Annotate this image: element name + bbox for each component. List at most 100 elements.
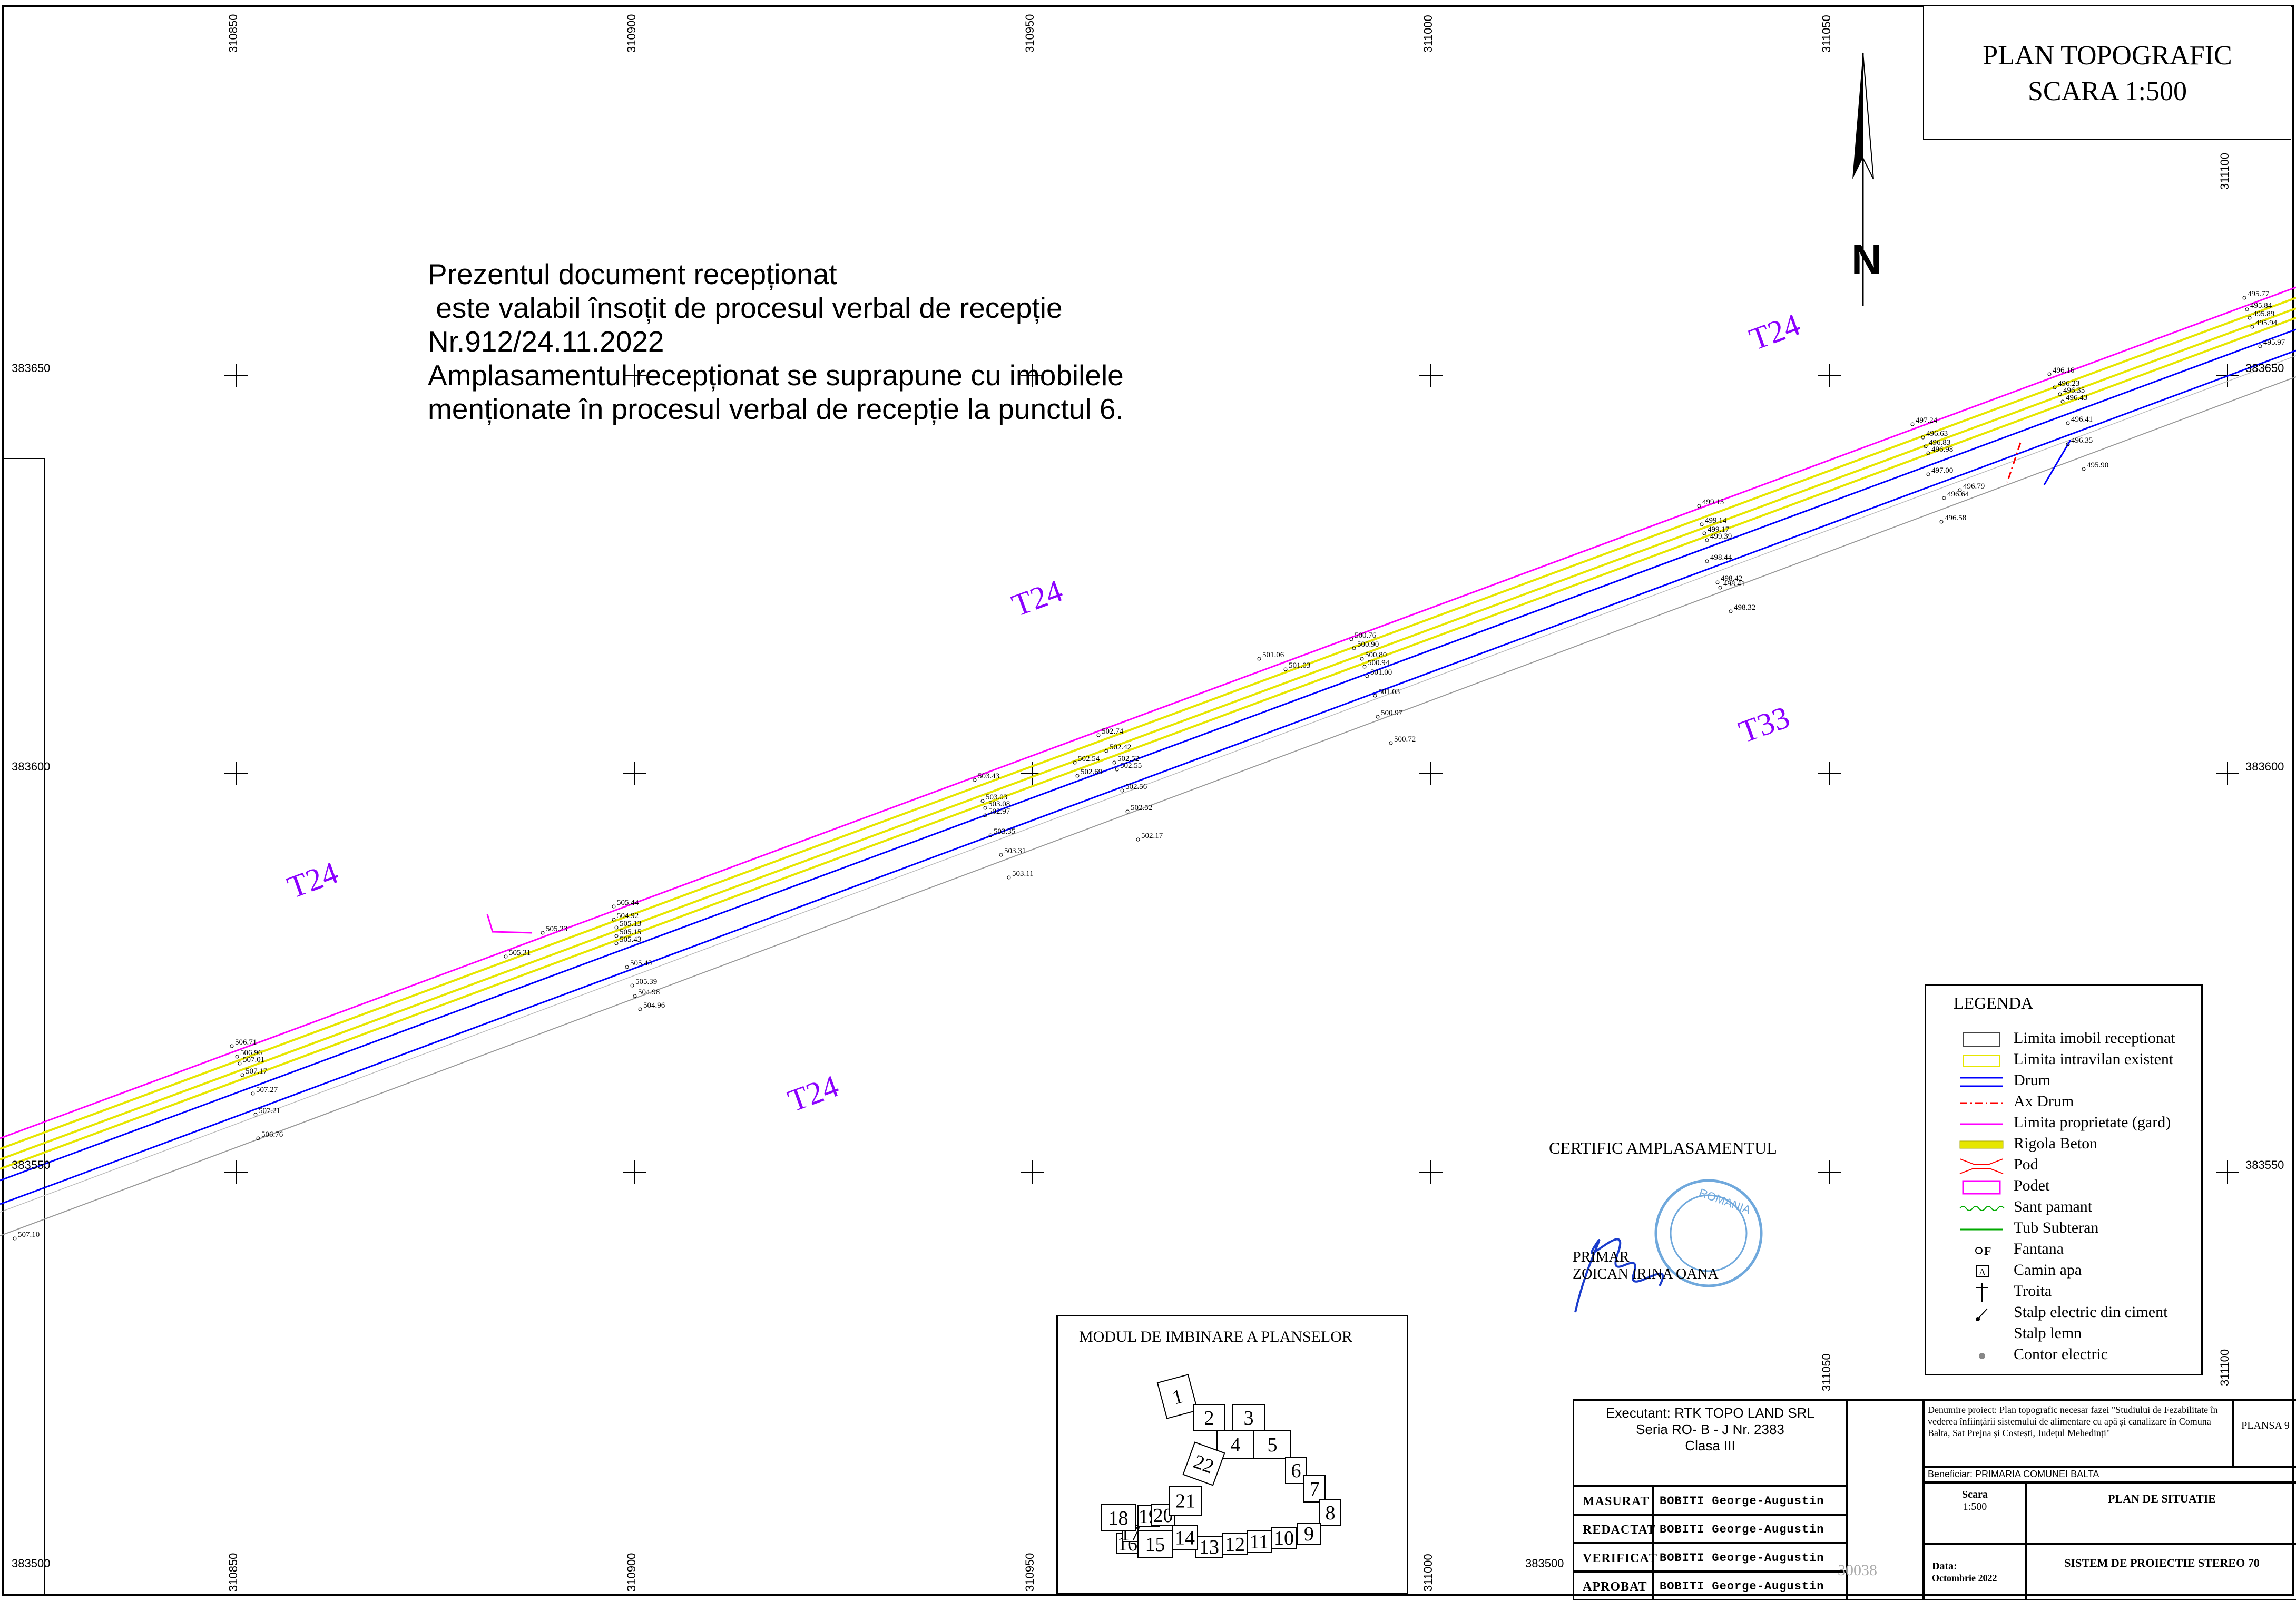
elevation-label: 503.31: [1004, 847, 1026, 855]
cartouche-name: BOBITI George-Augustin: [1653, 1572, 1847, 1600]
survey-point-icon: [630, 983, 634, 988]
survey-point-icon: [983, 813, 987, 817]
signature-stamp: ROMANIA: [1574, 1179, 1763, 1313]
grid-label-x: 310850: [227, 1553, 240, 1592]
legend-label: Pod: [2014, 1156, 2038, 1173]
legend-title: LEGENDA: [1954, 993, 2034, 1012]
legend-item: Tub Subteran: [1926, 1217, 2200, 1240]
legend-item: Limita intravilan existent: [1926, 1048, 2200, 1071]
elevation-label: 505.15: [620, 928, 641, 936]
survey-point-icon: [1120, 788, 1124, 793]
legend-label: Stalp electric din ciment: [2014, 1303, 2168, 1321]
survey-point-icon: [1096, 733, 1101, 737]
sheet-number: 9: [1304, 1523, 1314, 1545]
elevation-label: 496.41: [2071, 415, 2093, 424]
sheet-number: 15: [1145, 1534, 1165, 1556]
legend-item: Stalp lemn: [1926, 1322, 2200, 1345]
notice-line: Amplasamentul recepționat se suprapune c…: [428, 359, 1124, 392]
survey-point-icon: [614, 941, 619, 945]
survey-point-icon: [1352, 646, 1356, 650]
sheet-number: 3: [1244, 1407, 1254, 1429]
none-icon: [1958, 1325, 2005, 1342]
beneficiar: Beneficiar: PRIMARIA COMUNEI BALTA: [1924, 1467, 2296, 1482]
sheet-tile: 10: [1271, 1527, 1297, 1549]
parcel-label-t33: T33: [1734, 699, 1794, 749]
grid-label-x: 310850: [227, 14, 240, 53]
red-dashdot-icon: [1958, 1094, 2005, 1110]
survey-point-icon: [1389, 741, 1393, 745]
elevation-label: 507.21: [259, 1107, 280, 1115]
legend-item: Limita proprietate (gard): [1926, 1111, 2200, 1135]
survey-point-icon: [251, 1091, 255, 1096]
survey-point-icon: [253, 1113, 258, 1117]
map-scale: SCARA 1:500: [2028, 76, 2187, 106]
scale-cell: Scara 1:500: [1924, 1482, 2026, 1544]
grid-label-x: 311050: [1820, 1353, 1833, 1391]
notice-line: Nr.912/24.11.2022: [428, 325, 664, 358]
sheet-tile: 22: [1182, 1441, 1225, 1486]
elevation-label: 507.27: [256, 1086, 278, 1094]
elevation-label: 502.42: [1110, 743, 1131, 752]
survey-point-icon: [1125, 809, 1130, 814]
survey-point-icon: [614, 925, 619, 930]
parcel-label-t24: T24: [1745, 307, 1804, 357]
survey-point-icon: [1376, 715, 1380, 719]
road-edge-2: [0, 349, 2296, 1205]
survey-point-icon: [2058, 392, 2062, 396]
legend-item: Sant pamant: [1926, 1196, 2200, 1219]
green-wave-icon: [1958, 1199, 2005, 1216]
elevation-label: 504.92: [617, 912, 639, 920]
survey-point-icon: [625, 965, 629, 969]
elevation-label: 500.90: [1357, 640, 1379, 649]
survey-point-icon: [256, 1136, 260, 1140]
sheet-number: 8: [1326, 1502, 1336, 1524]
sheet-tile: 11: [1247, 1530, 1272, 1553]
survey-point-icon: [980, 799, 985, 803]
survey-point-icon: [1073, 760, 1077, 765]
sheet-tile: 5: [1253, 1430, 1291, 1459]
elevation-label: 499.39: [1710, 532, 1732, 541]
sheet-number: 7: [1310, 1478, 1320, 1500]
sheet-number: 5: [1268, 1434, 1278, 1456]
cartouche-name: BOBITI George-Augustin: [1653, 1486, 1847, 1515]
elevation-label: 496.83: [1929, 438, 1950, 447]
pole-symbol-icon: [1958, 1304, 2005, 1321]
elevation-label: 504.98: [638, 988, 660, 997]
road-edge-1: [0, 328, 2296, 1182]
survey-point-icon: [2250, 325, 2254, 329]
survey-point-icon: [1115, 767, 1119, 772]
survey-point-icon: [1729, 609, 1733, 613]
scale-label: Scara: [1962, 1489, 1988, 1500]
north-arrow-icon: N: [1851, 52, 1882, 306]
grid-label-y: 383650: [2245, 362, 2284, 375]
yellow-rect-icon: [1958, 1051, 2005, 1068]
dot-symbol-icon: [1958, 1347, 2005, 1363]
grid-label-x: 311100: [2218, 152, 2231, 190]
elevation-label: 496.35: [2063, 386, 2085, 395]
legend-label: Troita: [2014, 1282, 2052, 1300]
legend-label: Contor electric: [2014, 1345, 2108, 1363]
survey-point-icon: [238, 1061, 242, 1066]
elevation-label: 506.71: [235, 1038, 257, 1047]
elevation-label: 505.31: [509, 949, 531, 957]
cartouche-role: VERIFICAT: [1574, 1543, 1657, 1572]
grid-label-x: 311000: [1421, 15, 1435, 53]
notice-line: menționate în procesul verbal de recepți…: [428, 393, 1124, 425]
elevation-label: 501.06: [1262, 651, 1284, 659]
survey-point-icon: [1718, 586, 1722, 590]
elevation-label: 499.17: [1708, 525, 1730, 534]
parcel-label-t24: T24: [1007, 573, 1067, 623]
survey-point-icon: [1349, 637, 1353, 641]
red-bridge-icon: [1958, 1157, 2005, 1174]
survey-point-icon: [1112, 760, 1116, 765]
grid-label-y: 383500: [12, 1557, 51, 1570]
legend-label: Ax Drum: [2014, 1092, 2074, 1110]
elevation-points: 505.31505.23505.44504.92505.13505.15505.…: [13, 290, 2285, 1241]
plan-type: PLAN DE SITUATIE: [2026, 1482, 2296, 1544]
well-symbol-icon: F: [1958, 1241, 2005, 1258]
grid-label-y: 383500: [1525, 1557, 1564, 1570]
sheet-number: 21: [1175, 1490, 1195, 1513]
sheet-number: 2: [1204, 1407, 1214, 1429]
survey-point-icon: [983, 806, 987, 810]
